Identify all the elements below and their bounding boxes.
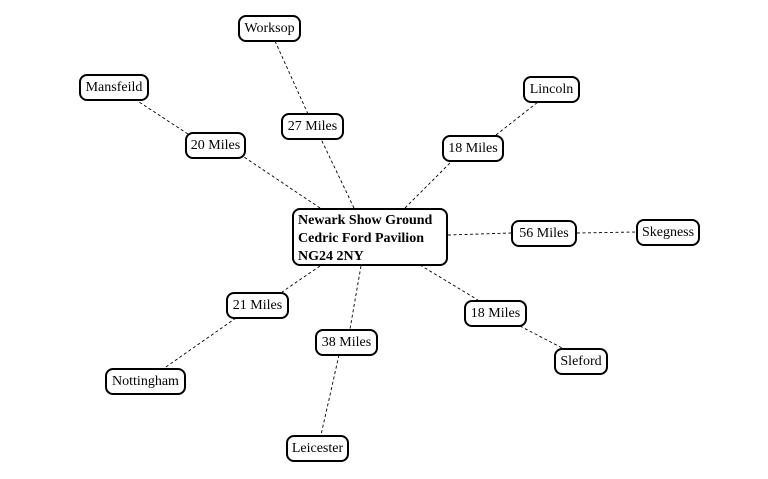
destination-skegness: Skegness bbox=[636, 219, 700, 246]
destination-leicester: Leicester bbox=[286, 435, 349, 462]
destination-sleford: Sleford bbox=[554, 348, 608, 375]
distance-skegness: 56 Miles bbox=[511, 220, 577, 247]
link-leicester bbox=[320, 354, 340, 436]
destination-worksop: Worksop bbox=[238, 15, 301, 42]
link-skegness bbox=[576, 231, 637, 234]
link-center-worksop-distance bbox=[320, 138, 355, 209]
destination-nottingham: Nottingham bbox=[105, 368, 186, 395]
distance-leicester: 38 Miles bbox=[315, 329, 378, 356]
link-center-leicester-distance bbox=[349, 265, 362, 330]
link-mansfeild bbox=[135, 99, 189, 135]
distance-nottingham: 21 Miles bbox=[226, 292, 289, 319]
distance-worksop: 27 Miles bbox=[281, 113, 344, 140]
link-lincoln bbox=[495, 101, 539, 136]
distance-sleford: 18 Miles bbox=[464, 300, 527, 327]
link-center-nottingham-distance bbox=[281, 265, 321, 293]
center-line-1: Newark Show Ground bbox=[298, 213, 433, 228]
link-nottingham bbox=[162, 317, 237, 370]
center-line-2: Cedric Ford Pavilion bbox=[298, 231, 424, 246]
destination-mansfeild: Mansfeild bbox=[79, 74, 149, 101]
center-node: Newark Show Ground Cedric Ford Pavilion … bbox=[292, 208, 448, 266]
distance-lincoln: 18 Miles bbox=[442, 135, 504, 162]
link-sleford bbox=[519, 325, 567, 351]
destination-lincoln: Lincoln bbox=[523, 76, 580, 103]
link-center-lincoln-distance bbox=[404, 160, 453, 209]
link-worksop bbox=[274, 40, 309, 115]
distance-mansfeild: 20 Miles bbox=[185, 132, 246, 159]
link-center-mansfeild-distance bbox=[243, 156, 321, 209]
link-center-sleford-distance bbox=[419, 264, 479, 301]
link-center-skegness-distance bbox=[447, 232, 512, 236]
center-line-3: NG24 2NY bbox=[298, 249, 364, 264]
